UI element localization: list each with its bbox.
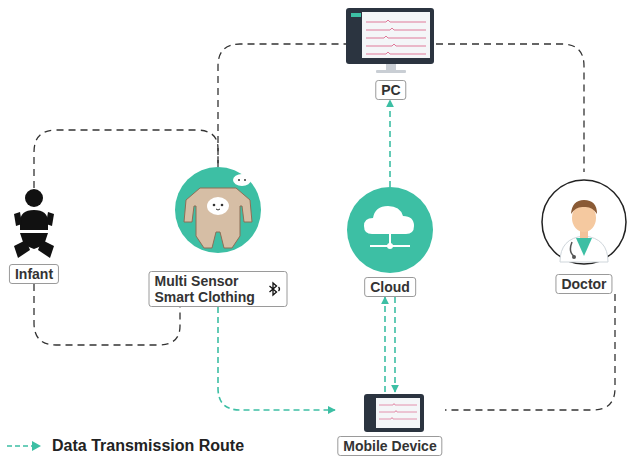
doctor-icon — [542, 180, 626, 264]
legend-label: Data Transmission Route — [52, 437, 244, 455]
node-label: Cloud — [370, 279, 410, 295]
dashed-connector — [436, 44, 584, 172]
node-label-box: Infant — [9, 264, 59, 284]
legend: Data Transmission Route — [6, 437, 244, 455]
node-label: Mobile Device — [343, 438, 436, 454]
node-label: Infant — [15, 266, 53, 282]
data-route-arrow — [389, 100, 391, 187]
pc-monitor — [346, 8, 434, 73]
tablet-icon — [364, 394, 424, 432]
node-label-box: Mobile Device — [337, 436, 442, 456]
legend-line-sample — [6, 440, 42, 452]
data-route-arrow — [394, 297, 396, 392]
node: Infant — [8, 188, 60, 284]
node: Cloud — [345, 187, 435, 297]
dashed-connector — [445, 294, 615, 410]
node-label: PC — [381, 82, 400, 98]
bluetooth-icon — [268, 281, 282, 297]
cloud-icon — [347, 187, 433, 273]
node: Multi Sensor Smart Clothing — [150, 167, 286, 307]
dashed-connector — [218, 44, 346, 167]
infant-icon — [14, 189, 54, 258]
node-label: Multi Sensor Smart Clothing — [155, 273, 265, 305]
node-label-box: Cloud — [364, 277, 416, 297]
node-label-box: Multi Sensor Smart Clothing — [149, 271, 288, 307]
dashed-connector — [34, 130, 218, 188]
node: PC — [346, 6, 436, 100]
node-label-box: PC — [375, 80, 406, 100]
node-label: Doctor — [561, 276, 606, 292]
node-label-box: Doctor — [555, 274, 612, 294]
node: Mobile Device — [335, 392, 445, 456]
data-route-arrow — [384, 297, 386, 392]
node: Doctor — [541, 172, 627, 294]
smart-clothing-icon — [175, 167, 261, 253]
data-route-arrow — [218, 307, 335, 410]
